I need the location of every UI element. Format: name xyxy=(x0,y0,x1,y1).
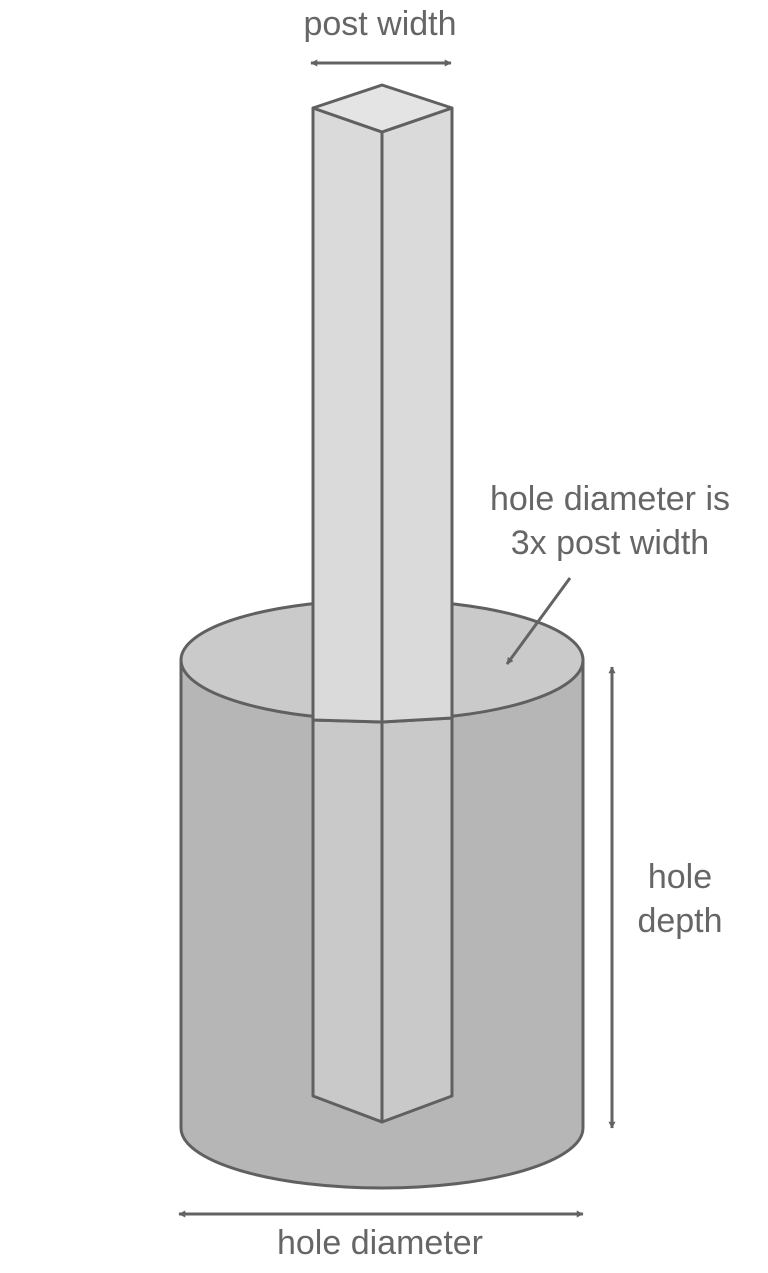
post-left-face xyxy=(311,106,384,724)
post-right-face xyxy=(380,106,454,724)
post-below-right-face xyxy=(380,716,454,1124)
hole-depth-label: hole depth xyxy=(610,855,750,943)
hole-depth-label-line-1: hole xyxy=(647,858,713,896)
hole-diameter-note: hole diameter is 3x post width xyxy=(460,477,760,565)
post-top-face xyxy=(311,83,454,134)
post-below-ground xyxy=(311,716,454,1124)
post-width-label: post width xyxy=(303,5,457,43)
hole-depth-label-line-2: depth xyxy=(637,902,723,940)
hole-diameter-label: hole diameter xyxy=(276,1224,483,1262)
post-below-left-face xyxy=(311,718,384,1124)
hole-diameter-note-line-1: hole diameter is xyxy=(489,480,730,518)
post-above-ground xyxy=(311,83,454,724)
hole-diameter-note-line-2: 3x post width xyxy=(510,524,710,562)
hole-diameter-note-pointer xyxy=(505,577,572,665)
